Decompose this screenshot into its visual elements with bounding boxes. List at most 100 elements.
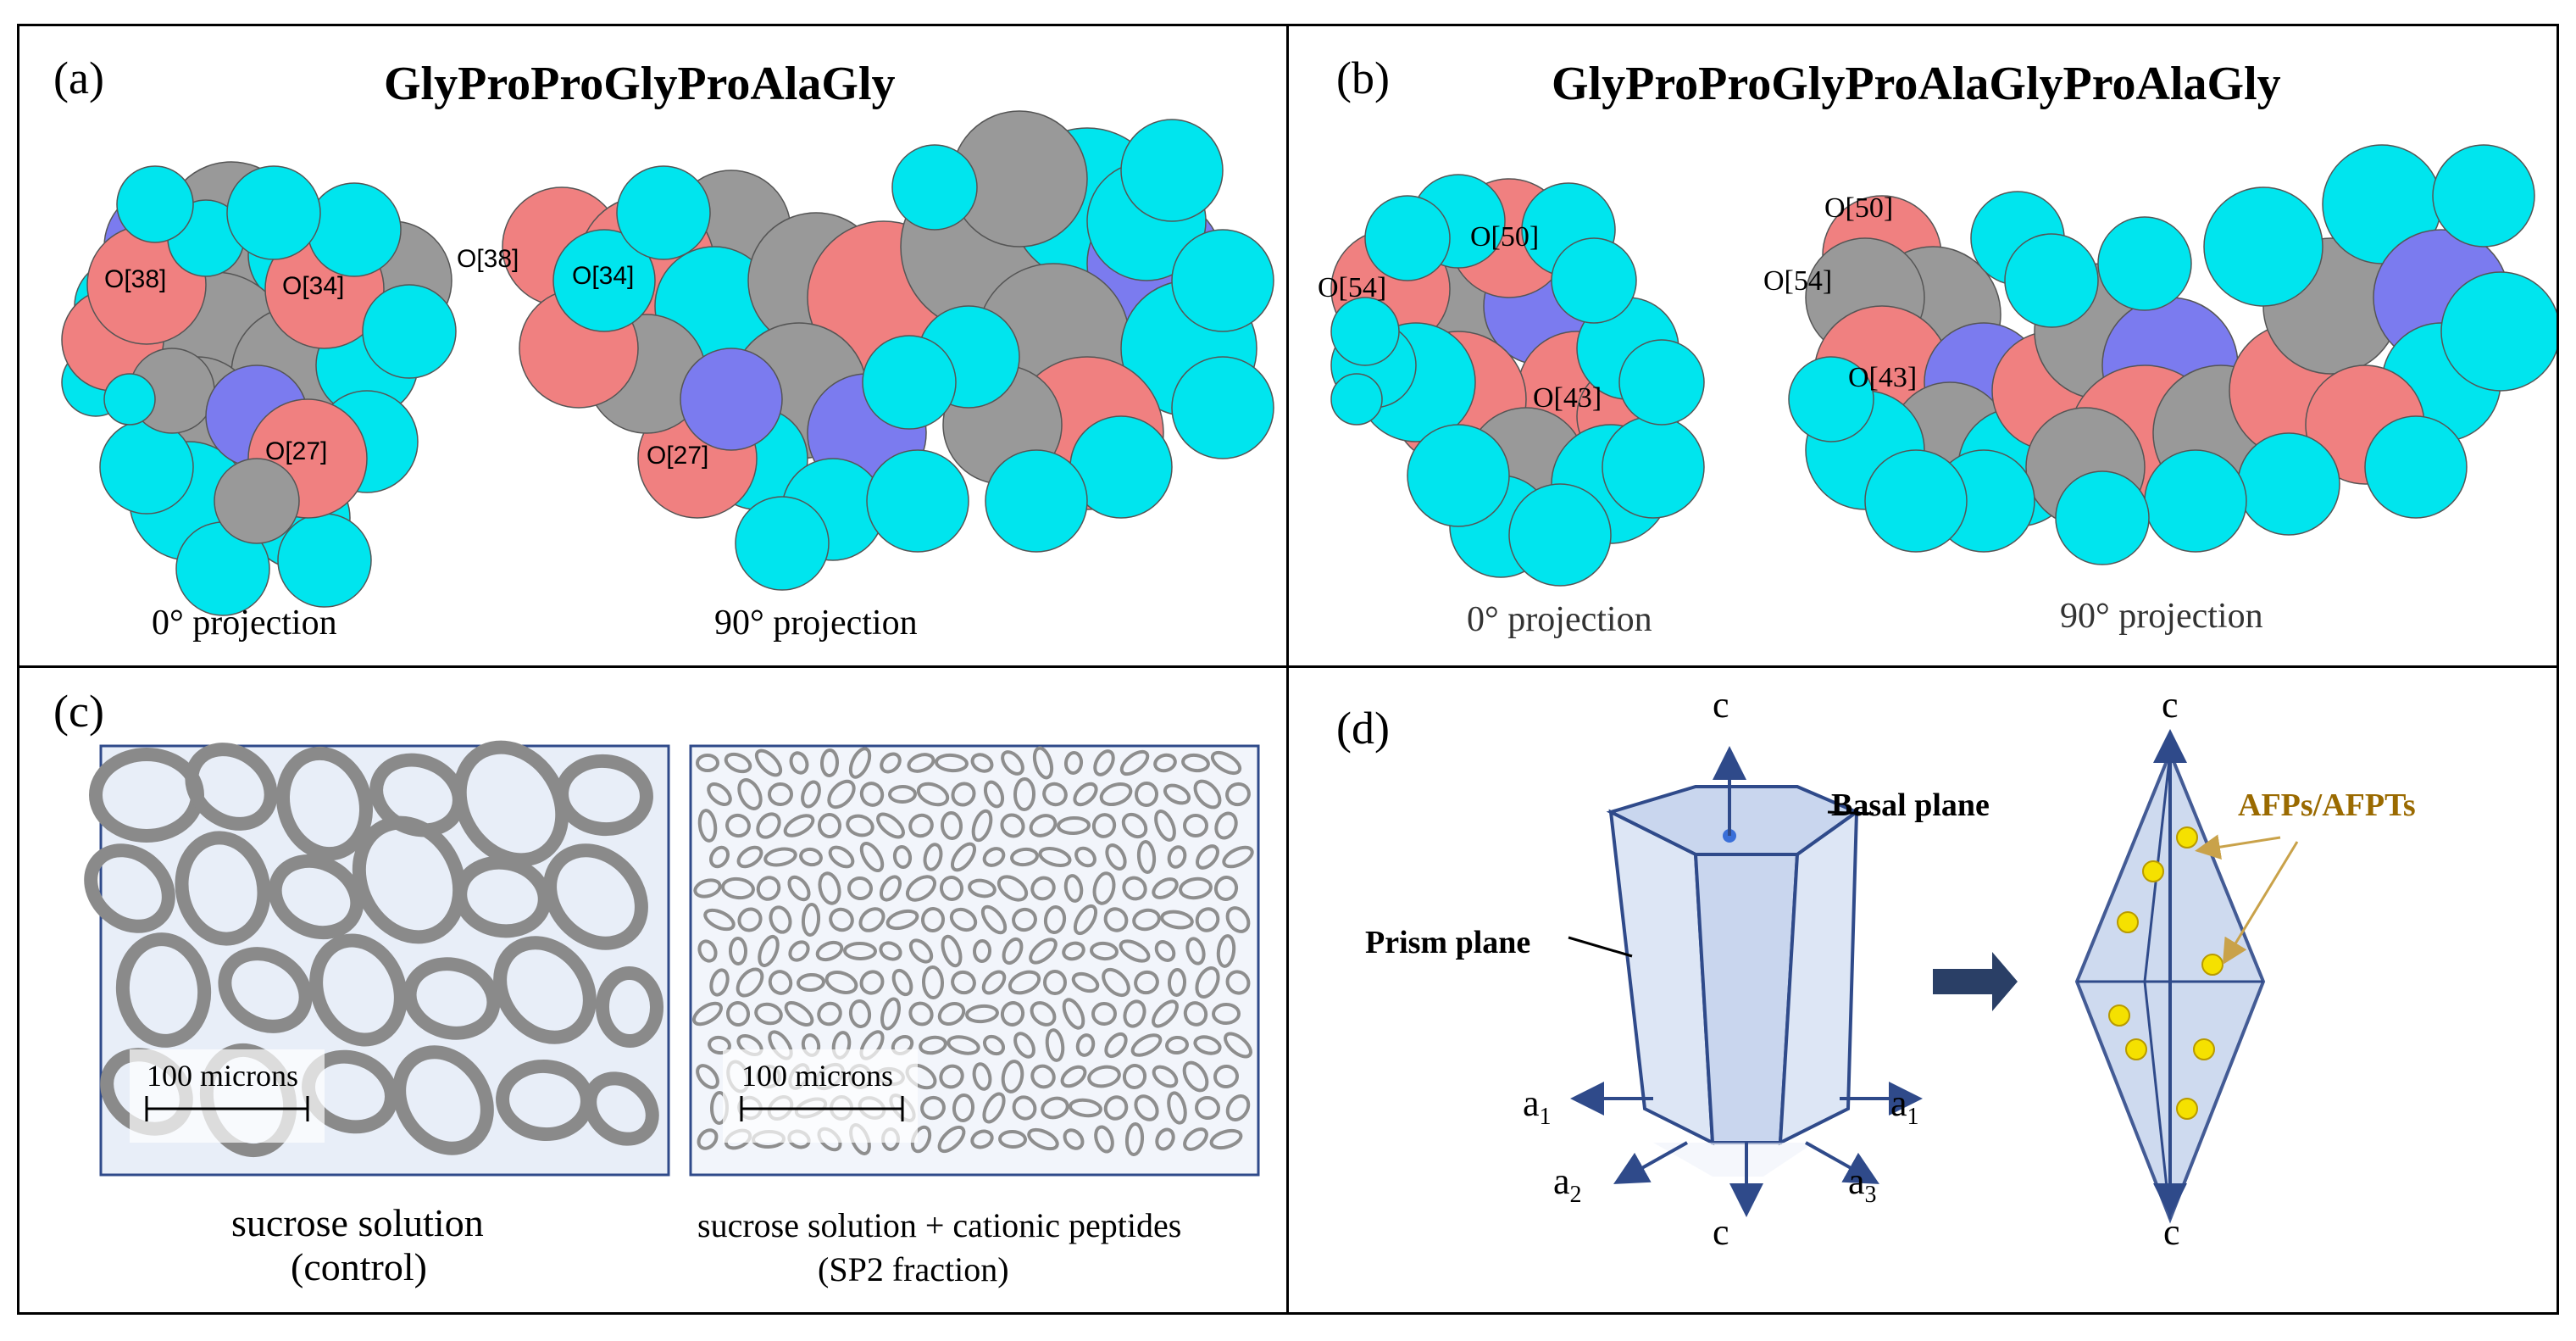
atom-sphere bbox=[2432, 144, 2535, 248]
ice-crystal bbox=[788, 940, 810, 962]
ice-crystal bbox=[697, 939, 718, 963]
ice-crystal bbox=[787, 875, 811, 902]
atom-sphere bbox=[680, 348, 783, 451]
ice-crystal bbox=[879, 875, 902, 902]
ice-crystal bbox=[819, 748, 840, 777]
ice-crystal bbox=[1153, 753, 1177, 773]
reflection bbox=[1653, 1143, 1814, 1177]
ice-crystal bbox=[824, 971, 858, 994]
axis-c-label: c bbox=[1713, 1211, 1729, 1253]
ice-crystal bbox=[1030, 1064, 1056, 1089]
atom-sphere bbox=[116, 165, 194, 243]
caption-90deg: 90° projection bbox=[714, 604, 918, 643]
ice-crystal bbox=[1030, 876, 1056, 901]
ice-crystal bbox=[392, 1045, 494, 1155]
atom-label: O[27] bbox=[265, 437, 328, 465]
ice-crystal bbox=[880, 997, 901, 1031]
caption-sp2: sucrose solution + cationic peptides bbox=[697, 1206, 1182, 1244]
ice-crystal bbox=[1167, 845, 1187, 869]
ice-crystal bbox=[981, 970, 1007, 995]
ice-crystal bbox=[1103, 907, 1129, 932]
atom-label: O[54] bbox=[1318, 272, 1387, 303]
caption-sp2: (SP2 fraction) bbox=[818, 1250, 1009, 1288]
atom-sphere bbox=[985, 449, 1088, 553]
ice-crystal bbox=[886, 909, 919, 931]
prism-face bbox=[1778, 809, 1859, 1146]
ice-crystal bbox=[1001, 1060, 1024, 1093]
ice-crystal bbox=[1062, 998, 1085, 1030]
atom-sphere bbox=[1171, 229, 1274, 332]
panel-b-label: (b) bbox=[1336, 53, 1390, 103]
ice-crystal bbox=[1105, 843, 1127, 871]
atom-sphere bbox=[2203, 186, 2323, 307]
ice-crystal bbox=[1165, 1035, 1189, 1055]
panel-a-label: (a) bbox=[53, 53, 104, 103]
ice-crystal bbox=[892, 845, 913, 869]
atom-sphere bbox=[1407, 424, 1510, 527]
ice-crystal bbox=[1216, 934, 1236, 968]
ice-crystal bbox=[1225, 970, 1251, 995]
ice-crystal bbox=[1043, 970, 1067, 995]
ice-crystal bbox=[1124, 1122, 1145, 1156]
ice-crystal bbox=[1121, 812, 1148, 839]
atom-sphere bbox=[2144, 449, 2247, 553]
ice-crystal bbox=[1193, 779, 1222, 810]
ice-crystal bbox=[1091, 1001, 1117, 1027]
ice-crystal bbox=[916, 782, 950, 807]
ice-crystal bbox=[905, 875, 937, 902]
ice-crystal bbox=[921, 965, 945, 999]
ice-crystal bbox=[1181, 753, 1210, 773]
afp-dot bbox=[2108, 1004, 2130, 1027]
ice-crystal bbox=[789, 751, 809, 775]
ice-crystal bbox=[980, 904, 1008, 935]
atom-sphere bbox=[226, 165, 321, 260]
a2-axis-arrow bbox=[1613, 1141, 1688, 1184]
ice-crystal bbox=[268, 854, 364, 940]
molecule-b bbox=[1330, 144, 2557, 587]
ice-crystal bbox=[859, 970, 885, 995]
ice-crystal bbox=[736, 845, 763, 869]
ice-crystal bbox=[1167, 968, 1187, 997]
ice-crystal bbox=[728, 937, 748, 965]
ice-crystal bbox=[1167, 1091, 1187, 1125]
ice-crystal bbox=[801, 780, 821, 809]
leader-line bbox=[1827, 810, 1874, 815]
scale-bar-bg bbox=[130, 1049, 325, 1143]
ice-crystal bbox=[908, 938, 934, 964]
ice-crystal bbox=[983, 780, 1005, 809]
ice-crystal bbox=[1013, 1032, 1035, 1059]
a3-axis-arrow bbox=[1805, 1141, 1879, 1184]
ice-crystal bbox=[309, 933, 408, 1047]
ice-crystal bbox=[1132, 908, 1161, 932]
axis-a2-label: a2 bbox=[1553, 1160, 1582, 1208]
ice-crystal bbox=[847, 876, 873, 901]
ice-crystal bbox=[920, 907, 946, 932]
ice-crystal bbox=[768, 782, 793, 807]
ice-crystal bbox=[352, 815, 467, 944]
ice-crystal bbox=[937, 1002, 966, 1026]
ice-crystal bbox=[799, 847, 823, 867]
ice-crystal bbox=[1195, 1095, 1220, 1121]
atom-sphere bbox=[362, 284, 457, 379]
ice-crystal bbox=[737, 907, 763, 932]
atom-sphere bbox=[2097, 216, 2192, 311]
ice-crystal bbox=[951, 782, 976, 807]
atom-label: O[50] bbox=[1470, 221, 1540, 253]
axis-a1-label: a1 bbox=[1890, 1082, 1919, 1130]
ice-crystal bbox=[1183, 814, 1208, 837]
afp-dot bbox=[2117, 911, 2139, 933]
axis-a1-label: a1 bbox=[1523, 1082, 1552, 1130]
ice-crystal bbox=[1043, 905, 1067, 934]
ice-crystal bbox=[817, 813, 842, 838]
ice-crystal bbox=[595, 966, 664, 1048]
atom-label: O[43] bbox=[1533, 382, 1602, 414]
ice-crystal bbox=[768, 970, 793, 995]
ice-crystal bbox=[1012, 907, 1037, 932]
ice-crystal bbox=[1224, 1032, 1252, 1059]
atom-sphere bbox=[214, 458, 300, 544]
ice-crystal bbox=[783, 814, 815, 837]
ice-crystal bbox=[950, 842, 977, 872]
ice-crystal bbox=[1225, 906, 1251, 933]
ice-crystal bbox=[1225, 1094, 1251, 1121]
ice-crystal bbox=[185, 743, 278, 831]
